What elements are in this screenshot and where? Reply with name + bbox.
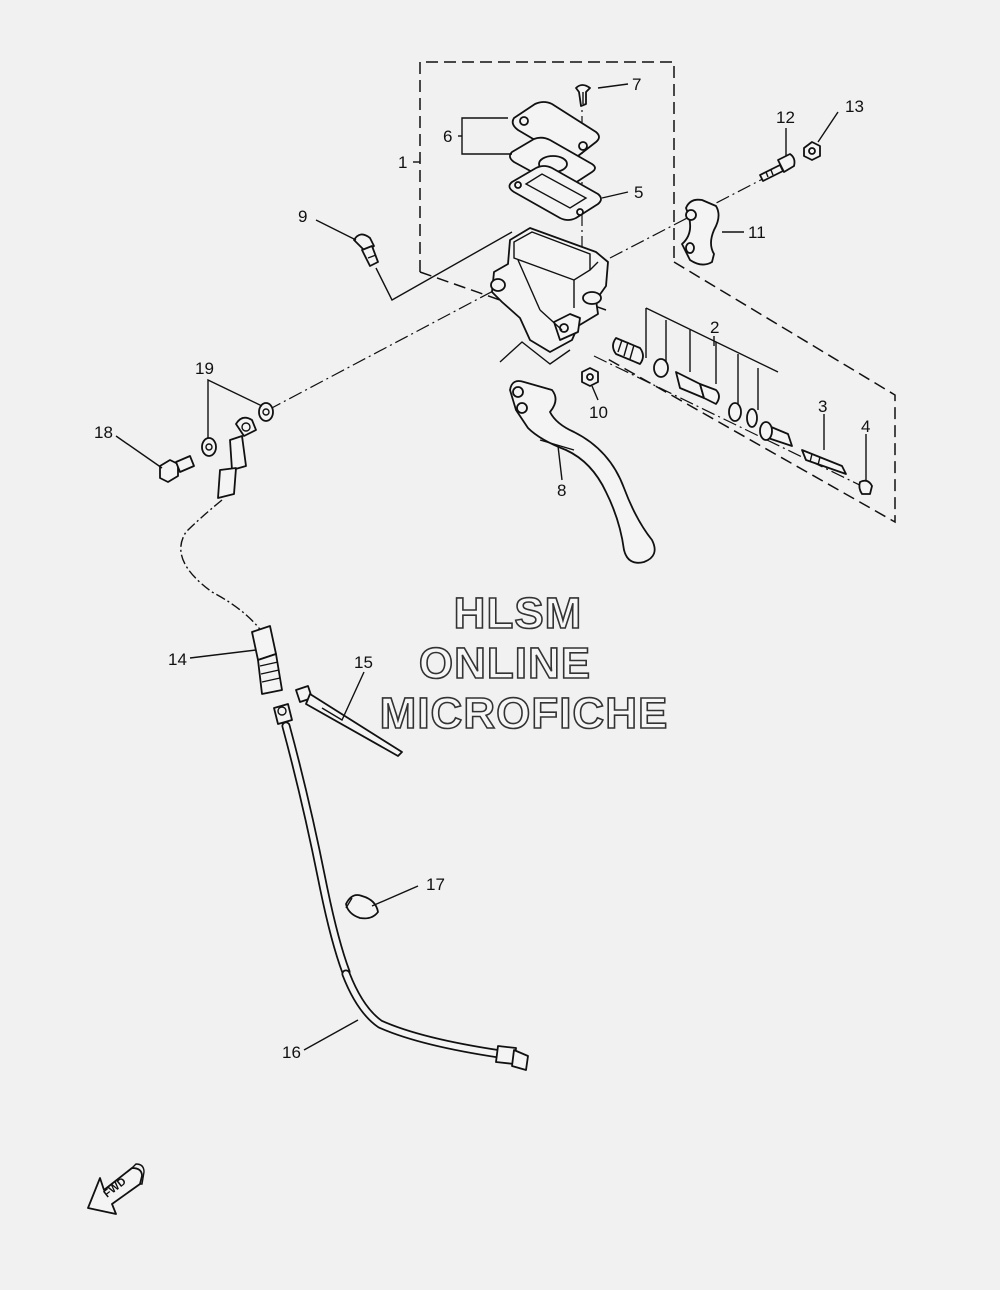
master-cylinder-body [490, 227, 609, 353]
reservoir-assembly-boundary [419, 61, 675, 301]
callout-18: 18 [94, 423, 113, 442]
callout-3: 3 [818, 397, 827, 416]
union-bolt [159, 455, 195, 483]
reservoir-cap-screw [575, 84, 591, 107]
callout-15: 15 [354, 653, 373, 672]
forward-arrow-icon: FWD [87, 1163, 145, 1215]
watermark-line-2: ONLINE [419, 639, 591, 688]
holder-bolt [759, 153, 796, 182]
assembly-center-lines [267, 92, 871, 491]
callout-11: 11 [748, 223, 766, 242]
callout-19: 19 [195, 359, 214, 378]
master-cylinder-kit-boundary [577, 261, 896, 524]
piston-kit-bracket [645, 307, 779, 410]
lever-pivot-nut [581, 367, 599, 387]
lever-pivot-leader [499, 341, 571, 365]
clutch-lever [509, 380, 656, 564]
banjo-bolt-leader [375, 231, 513, 301]
hose-lower-fitting [251, 625, 283, 695]
master-cylinder-holder [681, 198, 720, 266]
piston-kit [612, 337, 793, 447]
callout-2: 2 [710, 318, 719, 337]
callout-14: 14 [168, 650, 187, 669]
watermark-line-3: MICROFICHE [380, 689, 669, 738]
callout-4: 4 [861, 417, 870, 436]
clutch-hose [273, 703, 529, 1071]
callout-12: 12 [776, 108, 795, 127]
holder-nut [803, 141, 821, 161]
callout-13: 13 [845, 97, 864, 116]
callout-labels: 1 2 3 4 5 6 7 8 9 10 11 12 13 14 15 16 1… [94, 75, 870, 1062]
push-rod-boot [858, 479, 873, 495]
callout-7: 7 [632, 75, 641, 94]
callout-17: 17 [426, 875, 445, 894]
callout-5: 5 [634, 183, 643, 202]
hose-upper-section [180, 499, 263, 633]
reservoir-diaphragm [508, 165, 602, 221]
callout-1: 1 [398, 153, 407, 172]
callout-6: 6 [443, 127, 452, 146]
hose-banjo-fitting [217, 416, 257, 499]
reservoir-cap [511, 101, 600, 159]
hose-clamp [345, 894, 379, 920]
callout-8: 8 [557, 481, 566, 500]
banjo-bolt [353, 233, 379, 267]
callout-leader-lines [115, 83, 867, 1051]
callout-9: 9 [298, 207, 307, 226]
watermark: HLSM ONLINE MICROFICHE [379, 588, 669, 739]
push-rod [801, 449, 847, 475]
banjo-washers [201, 402, 274, 457]
cable-tie [295, 685, 403, 757]
callout-10: 10 [589, 403, 608, 422]
watermark-line-1: HLSM [454, 589, 583, 638]
callout-16: 16 [282, 1043, 301, 1062]
